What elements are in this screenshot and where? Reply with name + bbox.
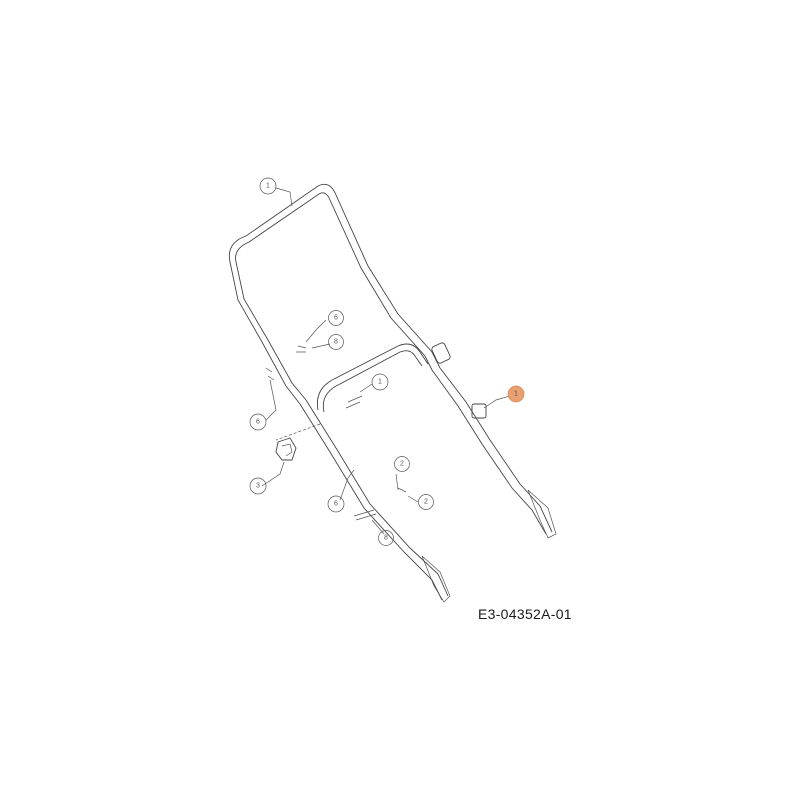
- callout-c-washer-upper: 8: [328, 334, 344, 350]
- callout-label: 6: [256, 419, 260, 426]
- callout-c-lower-screw: 8: [378, 530, 394, 546]
- callout-c-top-handle: 1: [259, 177, 277, 195]
- callout-label: 3: [256, 483, 260, 490]
- cross-brace: [316, 343, 429, 413]
- leader-lines: [261, 187, 511, 535]
- callout-label: 1: [378, 379, 382, 386]
- callout-label: 1: [266, 183, 270, 190]
- upper-handle: [228, 183, 441, 405]
- callout-c-cable-clip: 1: [371, 373, 389, 391]
- callout-label: 8: [334, 339, 338, 346]
- lower-handle: [299, 367, 557, 603]
- hardware-parts: [265, 342, 487, 521]
- callout-label: 6: [334, 315, 338, 322]
- callout-label: 6: [334, 501, 338, 508]
- callout-label: 1: [514, 391, 518, 398]
- callout-c-highlighted-part: 1: [507, 385, 525, 403]
- callout-c-left-bolt: 6: [249, 413, 267, 431]
- callout-label: 2: [424, 499, 428, 506]
- callout-c-knob: 3: [249, 477, 267, 495]
- callout-c-nut-lower: 2: [418, 494, 434, 510]
- callout-c-washer-lower: 2: [394, 456, 410, 472]
- callout-label: 2: [400, 461, 404, 468]
- drawing-id-label: E3-04352A-01: [478, 606, 572, 622]
- callout-label: 8: [384, 535, 388, 542]
- callout-c-bolt-upper: 6: [328, 310, 344, 326]
- callout-c-lower-bolt: 6: [327, 495, 345, 513]
